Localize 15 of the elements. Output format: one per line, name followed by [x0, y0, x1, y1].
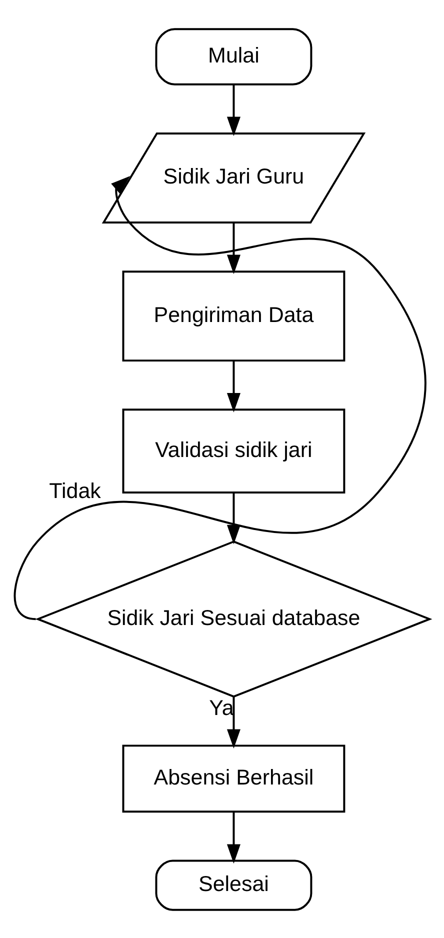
node-box: Pengiriman Data	[122, 270, 346, 362]
node-box: Validasi sidik jari	[122, 408, 346, 494]
node-box: Selesai	[155, 859, 312, 910]
arrow	[226, 696, 240, 748]
arrow	[14, 175, 426, 620]
arrow	[226, 360, 240, 412]
arrow	[226, 492, 240, 544]
arrow	[226, 84, 240, 136]
node-diamond: Sidik Jari Sesuai database	[35, 540, 432, 698]
arrow	[226, 811, 240, 864]
edge-label: Tidak	[49, 478, 101, 502]
node-box: Mulai	[155, 28, 312, 85]
arrow	[226, 222, 240, 274]
node-box: Absensi Berhasil	[122, 744, 346, 812]
edge-label: Ya	[209, 695, 234, 720]
